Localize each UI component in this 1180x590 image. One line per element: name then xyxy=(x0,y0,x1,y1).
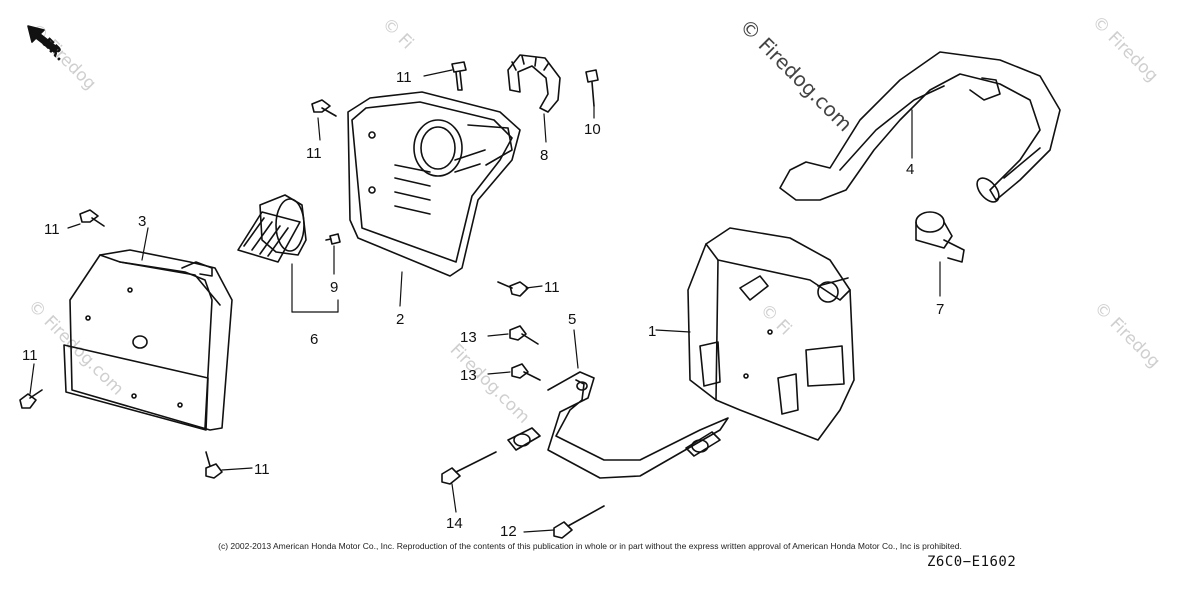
bolt-icon-11-right xyxy=(497,281,529,297)
callout-6: 6 xyxy=(310,331,318,348)
callout-7: 7 xyxy=(936,301,944,318)
diagram-code: Z6C0−E1602 xyxy=(927,554,1017,570)
exhaust-pipe-part-4 xyxy=(779,51,1061,203)
callout-1: 1 xyxy=(648,323,656,340)
callout-4: 4 xyxy=(906,161,914,178)
callout-13-b: 13 xyxy=(460,367,477,384)
bolt-icon-11-left-top xyxy=(311,99,337,117)
callout-11-left-top: 11 xyxy=(306,145,322,162)
callout-11-right: 11 xyxy=(544,279,560,296)
callout-2: 2 xyxy=(396,311,404,328)
bolt-icon-12 xyxy=(553,505,605,539)
clamp-part-7 xyxy=(915,211,965,263)
muffler-part-1 xyxy=(687,227,855,441)
callout-12: 12 xyxy=(500,523,517,540)
gasket-part-8 xyxy=(507,54,561,113)
bolt-icon-11-bottom xyxy=(205,451,223,479)
callout-13-a: 13 xyxy=(460,329,477,346)
bolt-icon-11-top xyxy=(451,61,467,91)
bolt-icon-13-b xyxy=(511,363,541,381)
callout-3: 3 xyxy=(138,213,146,230)
callout-10: 10 xyxy=(584,121,601,138)
spark-arrester-part-6 xyxy=(237,194,307,263)
muffler-protector-part-3 xyxy=(63,249,233,431)
bolt-icon-11-far-left xyxy=(19,389,43,409)
bolt-icon-11-left xyxy=(79,209,105,227)
bolt-icon-13-a xyxy=(509,325,539,345)
screw-part-10 xyxy=(585,69,599,107)
callout-8: 8 xyxy=(540,147,548,164)
muffler-bracket-part-5 xyxy=(507,371,729,479)
muffler-cover-part-2 xyxy=(347,91,521,277)
callout-9: 9 xyxy=(330,279,338,296)
callout-numbers: 1 2 3 4 5 6 7 8 9 10 11 11 11 11 11 11 1… xyxy=(22,69,944,540)
callout-11-bottom: 11 xyxy=(254,461,270,478)
callout-11-far-left: 11 xyxy=(22,347,38,364)
leader-lines xyxy=(29,69,941,533)
front-arrow-icon xyxy=(27,25,59,53)
screw-part-9 xyxy=(325,233,341,245)
callout-5: 5 xyxy=(568,311,576,328)
callout-11-left: 11 xyxy=(44,221,60,238)
callout-11-top: 11 xyxy=(396,69,412,86)
bolt-icon-14 xyxy=(441,451,497,485)
copyright-notice: (c) 2002-2013 American Honda Motor Co., … xyxy=(218,541,962,551)
callout-14: 14 xyxy=(446,515,463,532)
